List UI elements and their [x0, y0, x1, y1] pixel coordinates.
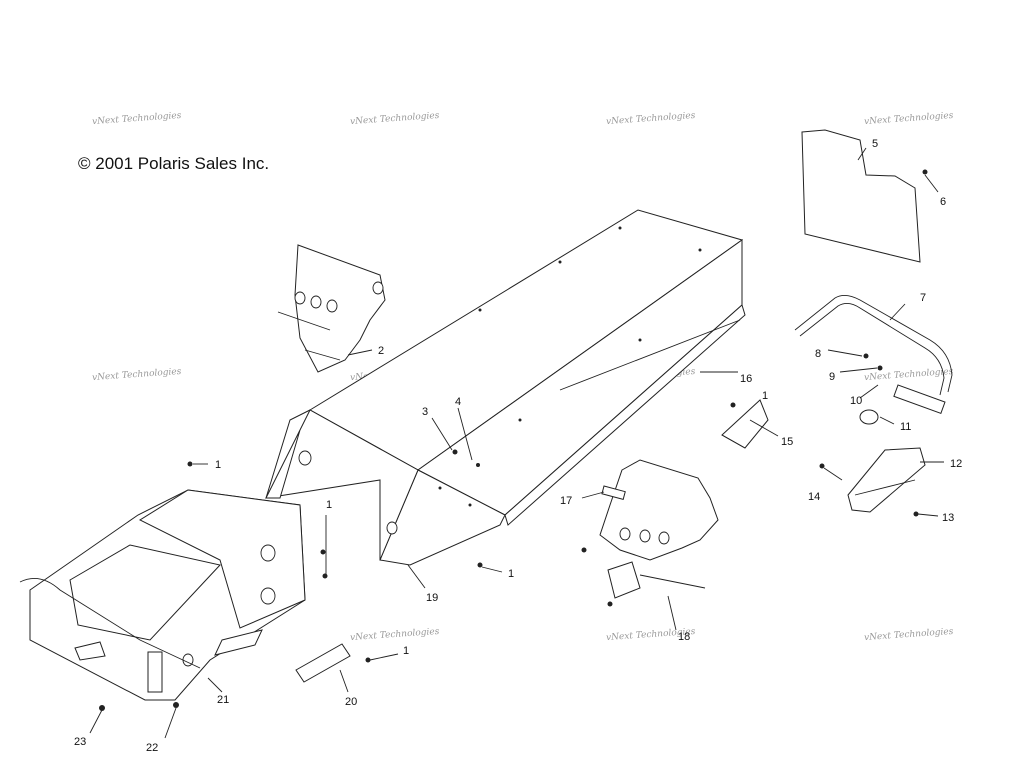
callout-label: 2	[378, 345, 384, 357]
callout-label: 1	[215, 459, 221, 471]
callout-label: 12	[950, 458, 962, 470]
front-frame	[19, 489, 306, 701]
leader-lines	[89, 147, 944, 739]
side-guard	[847, 447, 926, 513]
callout-label: 10	[850, 395, 862, 407]
tunnel-assembly	[265, 209, 746, 566]
snow-flap	[801, 129, 921, 263]
callout-label: 4	[455, 396, 461, 408]
callout-label: 5	[872, 138, 878, 150]
callout-label: 19	[426, 592, 438, 604]
callout-label: 18	[678, 631, 690, 643]
rear-bracket-assembly	[599, 459, 719, 599]
callout-label: 1	[508, 568, 514, 580]
copyright-notice: © 2001 Polaris Sales Inc.	[78, 154, 270, 173]
callout-label: 9	[829, 371, 835, 383]
callout-label: 8	[815, 348, 821, 360]
callout-label: 17	[560, 495, 572, 507]
mounting-plate	[295, 643, 351, 683]
step-bracket	[721, 399, 769, 449]
callout-label: 16	[740, 373, 752, 385]
callout-label: 13	[942, 512, 954, 524]
callout-label: 14	[808, 491, 820, 503]
rear-bumper	[794, 295, 953, 415]
bumper-cap	[859, 409, 879, 425]
front-bracket	[277, 244, 386, 373]
callout-label: 3	[422, 406, 428, 418]
callout-label: 15	[781, 436, 793, 448]
callout-label: 22	[146, 742, 158, 754]
callout-label: 23	[74, 736, 86, 748]
callout-label: 7	[920, 292, 926, 304]
callout-label: 21	[217, 694, 229, 706]
callout-label: 1	[326, 499, 332, 511]
callout-label: 6	[940, 196, 946, 208]
callout-label: 20	[345, 696, 357, 708]
callout-label: 1	[403, 645, 409, 657]
callout-label: 1	[762, 390, 768, 402]
callout-label: 11	[900, 421, 911, 433]
